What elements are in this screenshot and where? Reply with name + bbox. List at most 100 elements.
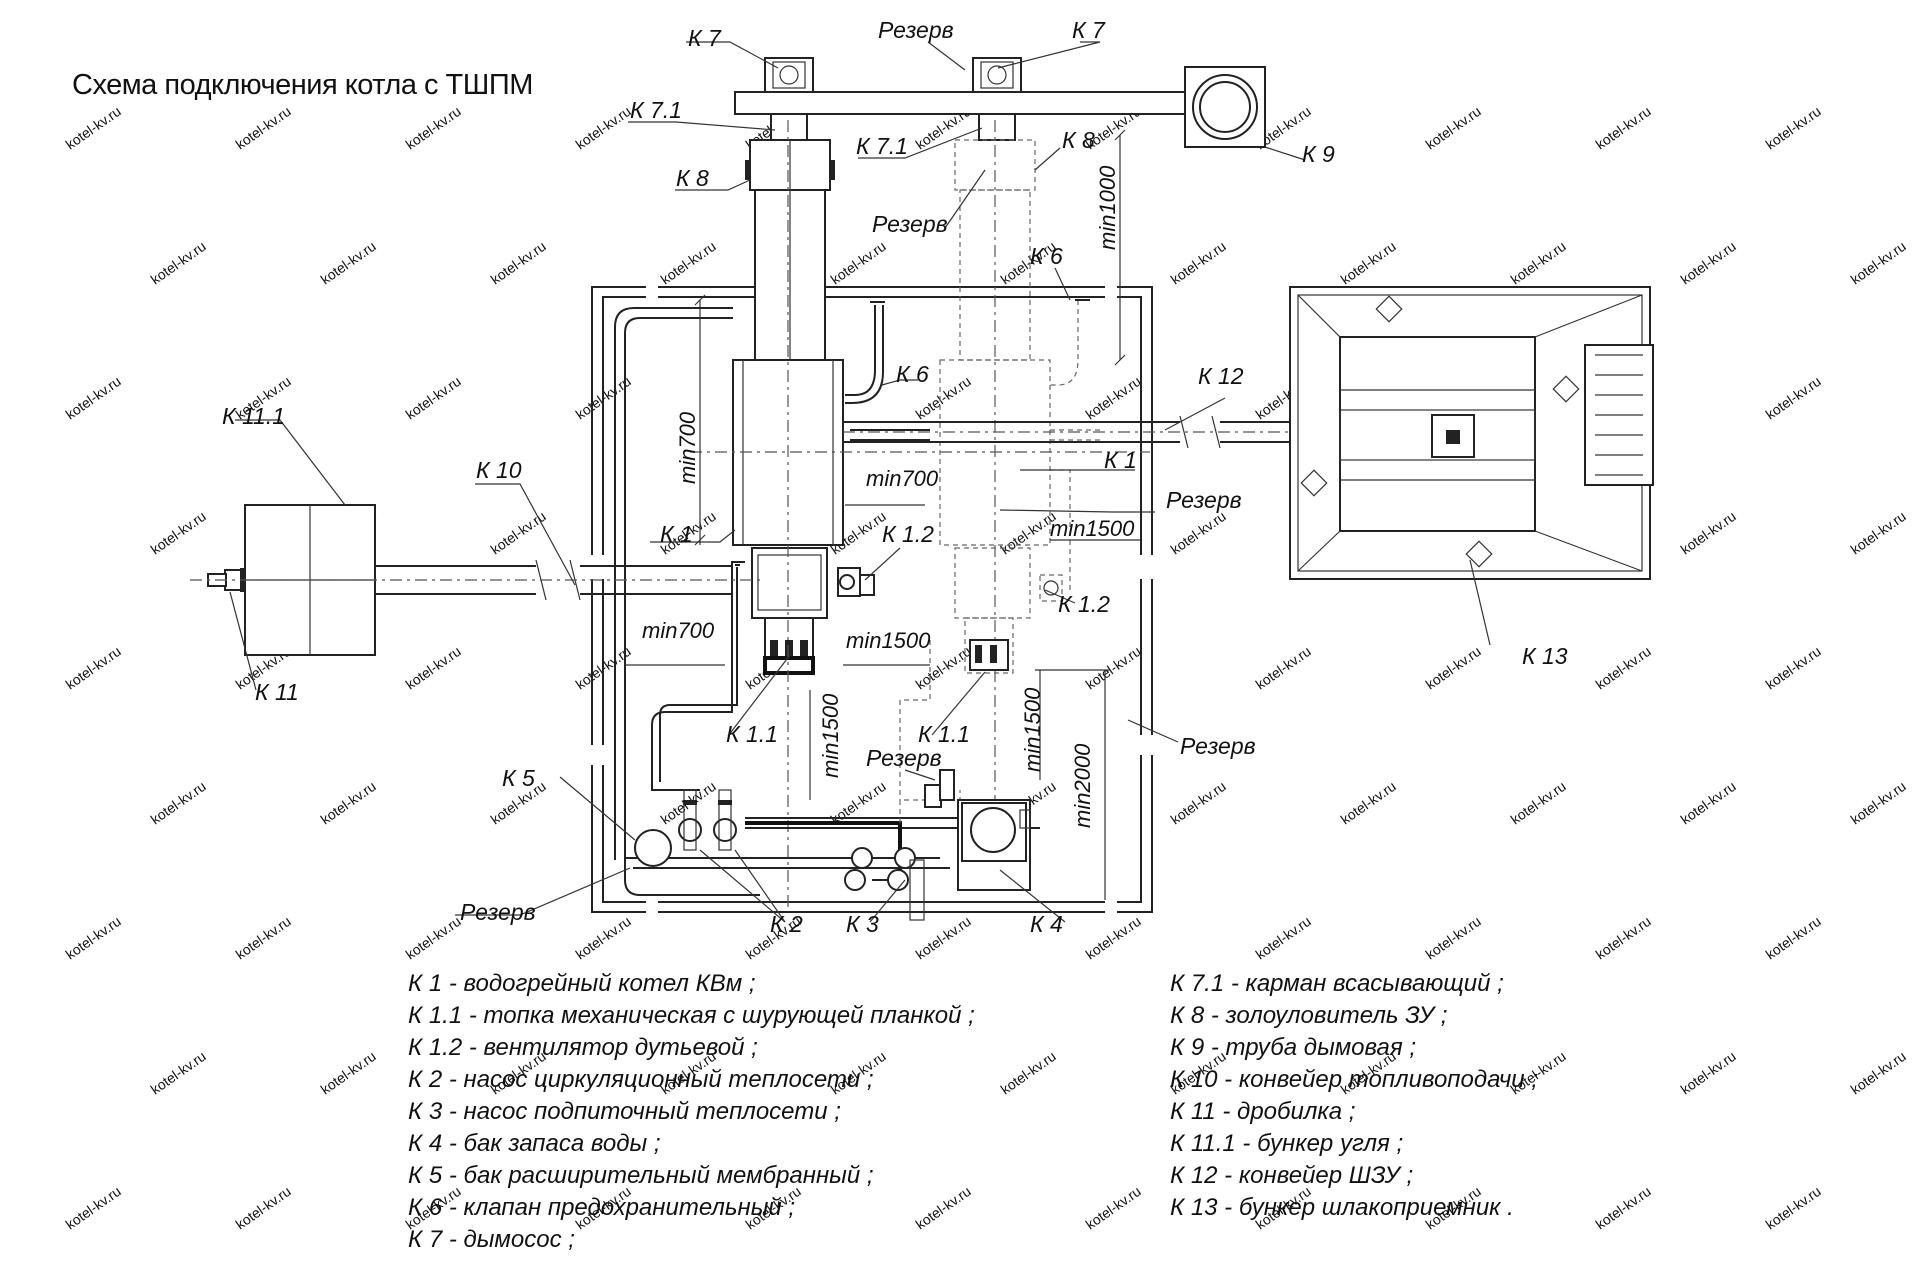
legend-left: К 1 - водогрейный котел КВм ; К 1.1 - то… — [408, 968, 975, 1256]
legend-item: К 1.1 - топка механическая с шурующей пл… — [408, 1002, 975, 1029]
watermark-text: kotel-kv.ru — [1423, 103, 1484, 153]
legend-item: К 3 - насос подпиточный теплосети ; — [408, 1098, 841, 1125]
label-k9: К 9 — [1302, 141, 1335, 167]
watermark-text: kotel-kv.ru — [1168, 508, 1229, 558]
label-rezerv-chimney: Резерв — [872, 211, 948, 237]
ash-collectors — [745, 120, 1036, 820]
label-k7-1-left: К 7.1 — [630, 97, 682, 123]
label-rezerv-top: Резерв — [878, 17, 954, 43]
watermark-text: kotel-kv.ru — [318, 778, 379, 828]
legend-item: К 10 - конвейер топливоподачи ; — [1170, 1066, 1538, 1093]
label-k10: К 10 — [476, 457, 522, 483]
watermark-text: kotel-kv.ru — [148, 238, 209, 288]
dim-min1500-vertical-right: min1500 — [1020, 687, 1045, 772]
label-k6-right: К 6 — [1030, 243, 1063, 269]
legend-item: К 1.2 - вентилятор дутьевой ; — [408, 1034, 758, 1061]
watermark-text: kotel-kv.ru — [1083, 1183, 1144, 1233]
watermark-text: kotel-kv.ru — [1338, 778, 1399, 828]
watermark-text: kotel-kv.ru — [63, 103, 124, 153]
watermark-text: kotel-kv.ru — [1593, 643, 1654, 693]
watermark-text: kotel-kv.ru — [573, 103, 634, 153]
watermark-text: kotel-kv.ru — [1508, 778, 1569, 828]
watermark-text: kotel-kv.ru — [1508, 238, 1569, 288]
watermark-text: kotel-kv.ru — [403, 913, 464, 963]
watermark-text: kotel-kv.ru — [1763, 1183, 1824, 1233]
legend-item: К 7.1 - карман всасывающий ; — [1170, 970, 1504, 997]
label-k1-1-right: К 1.1 — [918, 721, 970, 747]
component-labels: К 7 К 7 Резерв К 7.1 К 7.1 К 8 К 8 К 9 Р… — [222, 17, 1568, 937]
label-rezerv-boiler: Резерв — [1166, 487, 1242, 513]
watermark-text: kotel-kv.ru — [1848, 1048, 1909, 1098]
label-k5: К 5 — [502, 765, 535, 791]
watermark-text: kotel-kv.ru — [488, 508, 549, 558]
label-k11-1: К 11.1 — [222, 403, 285, 429]
label-k1-2-left: К 1.2 — [882, 521, 934, 547]
watermark-text: kotel-kv.ru — [1168, 778, 1229, 828]
legend-item: К 6 - клапан предохранительный ; — [408, 1194, 796, 1221]
watermark-text: kotel-kv.ru — [233, 913, 294, 963]
watermark-text: kotel-kv.ru — [1678, 1048, 1739, 1098]
watermark-text: kotel-kv.ru — [1678, 238, 1739, 288]
watermark-text: kotel-kv.ru — [403, 643, 464, 693]
watermark-text: kotel-kv.ru — [148, 778, 209, 828]
watermark-text: kotel-kv.ru — [318, 1048, 379, 1098]
watermark-text: kotel-kv.ru — [1253, 643, 1314, 693]
watermark-text: kotel-kv.ru — [1083, 643, 1144, 693]
legend-item: К 8 - золоуловитель ЗУ ; — [1170, 1002, 1448, 1029]
watermark-text: kotel-kv.ru — [63, 1183, 124, 1233]
watermark-text: kotel-kv.ru — [233, 1183, 294, 1233]
watermark-text: kotel-kv.ru — [148, 1048, 209, 1098]
watermark-text: kotel-kv.ru — [1423, 643, 1484, 693]
dim-min1500-boiler: min1500 — [1050, 516, 1135, 541]
watermark-text: kotel-kv.ru — [828, 778, 889, 828]
watermark-text: kotel-kv.ru — [1593, 103, 1654, 153]
legend-item: К 9 - труба дымовая ; — [1170, 1034, 1417, 1061]
watermark-text: kotel-kv.ru — [63, 373, 124, 423]
watermark-text: kotel-kv.ru — [403, 373, 464, 423]
legend-item: К 11.1 - бункер угля ; — [1170, 1130, 1404, 1157]
label-rezerv-pump: Резерв — [866, 745, 942, 771]
watermark-text: kotel-kv.ru — [1593, 913, 1654, 963]
label-k1-left: К 1 — [660, 521, 693, 547]
legend-right: К 7.1 - карман всасывающий ; К 8 - золоу… — [1170, 968, 1538, 1224]
watermark-text: kotel-kv.ru — [1423, 913, 1484, 963]
label-rezerv-bottom: Резерв — [460, 899, 536, 925]
watermark-text: kotel-kv.ru — [403, 103, 464, 153]
label-k12: К 12 — [1198, 363, 1244, 389]
label-k3: К 3 — [846, 911, 879, 937]
label-k7-left: К 7 — [688, 25, 722, 51]
flue-system — [734, 57, 1266, 148]
watermark-text: kotel-kv.ru — [1763, 103, 1824, 153]
label-k7-right: К 7 — [1072, 17, 1106, 43]
watermark-text: kotel-kv.ru — [1168, 238, 1229, 288]
pump-group — [634, 769, 1031, 921]
watermark-text: kotel-kv.ru — [1763, 913, 1824, 963]
label-k6-left: К 6 — [896, 361, 929, 387]
watermark-text: kotel-kv.ru — [1083, 913, 1144, 963]
legend-item: К 5 - бак расширительный мембранный ; — [408, 1162, 874, 1189]
legend-item: К 1 - водогрейный котел КВм ; — [408, 970, 756, 997]
label-k1-1-left: К 1.1 — [726, 721, 778, 747]
dim-min700-horizontal: min700 — [866, 466, 939, 491]
label-k11: К 11 — [255, 679, 299, 705]
dim-min700-vertical: min700 — [675, 411, 700, 484]
watermark-text: kotel-kv.ru — [63, 643, 124, 693]
label-k2: К 2 — [770, 911, 803, 937]
watermark-text: kotel-kv.ru — [1253, 913, 1314, 963]
watermark-text: kotel-kv.ru — [1678, 508, 1739, 558]
coal-feed — [190, 504, 760, 656]
watermark-text: kotel-kv.ru — [318, 238, 379, 288]
dim-min1500-vertical-left: min1500 — [818, 693, 843, 778]
boiler-room-walls — [585, 280, 1160, 920]
label-k8-left: К 8 — [676, 165, 709, 191]
watermark-text: kotel-kv.ru — [1593, 1183, 1654, 1233]
dim-min1500-middle: min1500 — [846, 628, 931, 653]
label-k13: К 13 — [1522, 643, 1568, 669]
watermark-text: kotel-kv.ru — [148, 508, 209, 558]
watermark-text: kotel-kv.ru — [1083, 373, 1144, 423]
watermark-text: kotel-kv.ru — [1763, 643, 1824, 693]
watermark-text: kotel-kv.ru — [1848, 238, 1909, 288]
label-k7-1-right: К 7.1 — [856, 133, 908, 159]
dim-min2000: min2000 — [1070, 743, 1095, 828]
